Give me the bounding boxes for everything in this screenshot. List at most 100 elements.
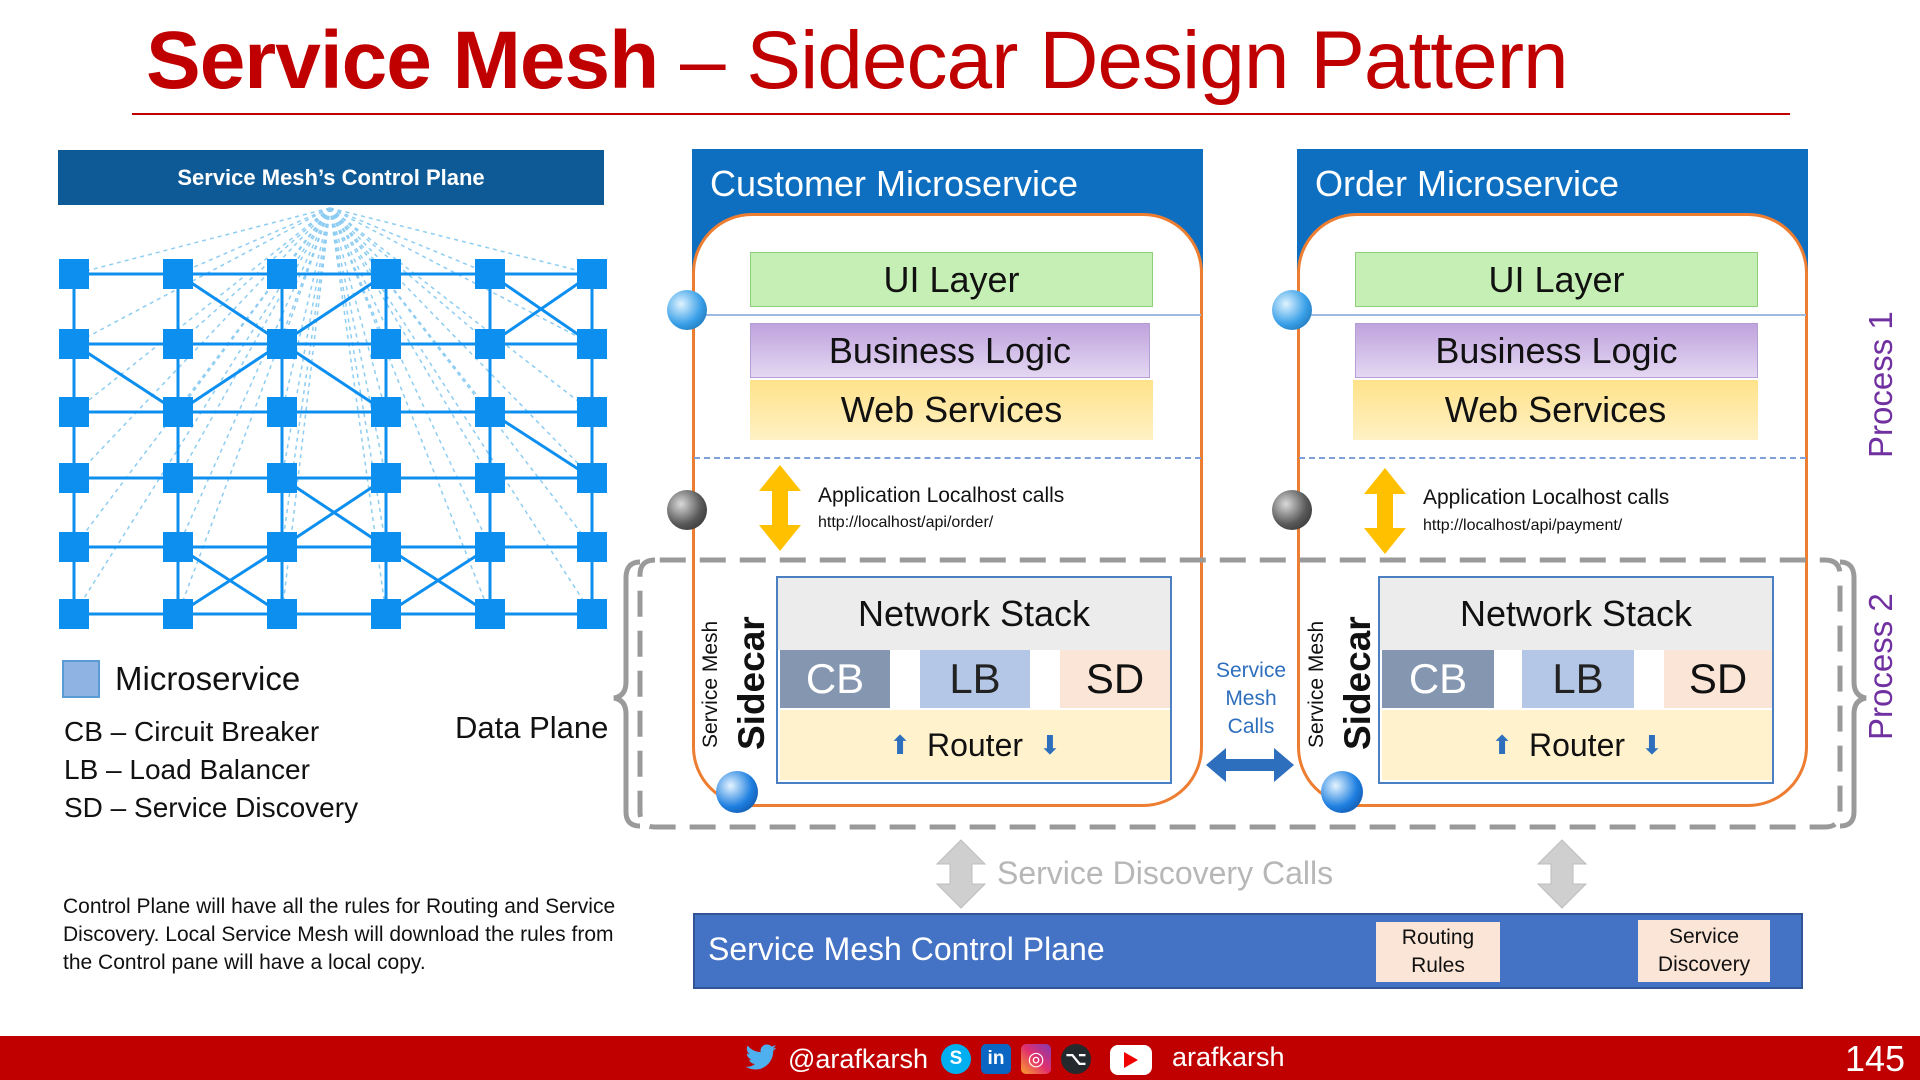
twitter-icon[interactable] [744,1044,778,1072]
service-discovery-calls-label: Service Discovery Calls [997,855,1334,891]
order-call-label: Application Localhost calls [1423,486,1670,509]
customer-call-url: http://localhost/api/order/ [818,514,994,531]
microservice-node [267,329,297,359]
order-call-url: http://localhost/api/payment/ [1423,517,1623,534]
youtube-icon[interactable] [1110,1045,1152,1075]
order-router-label: Router [1528,726,1626,763]
smc-line1: Service [1215,659,1287,682]
process2-label: Process 2 [1862,593,1899,740]
left-curly-brace [613,559,641,829]
customer-sidecar-globe-icon [716,771,758,813]
customer-call-label: Application Localhost calls [818,484,1065,507]
microservice-node [371,463,401,493]
instagram-icon[interactable]: ◎ [1021,1044,1051,1074]
service-mesh-calls-label: Service Mesh Calls [1206,657,1296,741]
microservice-legend-swatch [62,660,100,698]
microservice-node [163,259,193,289]
title-bold: Service Mesh [146,15,659,106]
microservice-node [59,329,89,359]
service-mesh-control-plane-bar [693,913,1803,989]
youtube-handle[interactable]: arafkarsh [1172,1042,1285,1072]
customer-process-divider [694,457,1201,459]
customer-network-stack: Network Stack CB LB SD ⬆ Router ⬇ [776,576,1172,784]
process2-dashed-outline [637,557,1843,830]
slide-title: Service Mesh – Sidecar Design Pattern [146,14,1569,108]
customer-cb-cell: CB [780,650,890,708]
data-plane-grid [59,207,607,629]
skype-icon[interactable]: S [941,1044,971,1074]
microservice-node [59,599,89,629]
order-network-stack: Network Stack CB LB SD ⬆ Router ⬇ [1378,576,1774,784]
control-plane-bar-label: Service Mesh Control Plane [708,931,1105,967]
customer-layer-divider [694,314,1201,316]
order-business-logic: Business Logic [1355,323,1758,378]
microservice-node [371,397,401,427]
customer-router: ⬆ Router ⬇ [780,710,1170,780]
legend-cb: CB – Circuit Breaker [64,716,320,747]
page-number: 145 [1845,1038,1906,1079]
order-process-divider [1299,457,1806,459]
order-cb-cell: CB [1382,650,1494,708]
order-router: ⬆ Router ⬇ [1382,710,1772,780]
microservice-node [267,259,297,289]
twitter-handle[interactable]: @arafkarsh [788,1044,928,1074]
customer-lb-cell: LB [920,650,1030,708]
microservice-node [59,259,89,289]
service-mesh-calls-arrow-icon [1206,748,1294,782]
legend-sd: SD – Service Discovery [64,792,359,823]
order-server-sphere-icon [1272,490,1312,530]
router-down-arrow-icon: ⬇ [1641,729,1663,760]
legend-microservice: Microservice [115,660,301,697]
microservice-node [577,599,607,629]
legend-lb: LB – Load Balancer [64,754,310,785]
process1-label: Process 1 [1862,311,1899,458]
microservice-node [163,397,193,427]
control-plane-note: Control Plane will have all the rules fo… [63,895,616,974]
title-underline [132,113,1790,115]
order-localhost-arrow-icon [1364,468,1406,554]
microservice-node [59,532,89,562]
router-up-arrow-icon: ⬆ [1491,729,1513,760]
microservice-node [267,463,297,493]
github-icon[interactable]: ⌥ [1061,1044,1091,1074]
microservice-node [475,397,505,427]
order-sd-cell: SD [1664,650,1772,708]
microservice-node [267,599,297,629]
service-discovery-line2: Discovery [1657,953,1751,976]
router-up-arrow-icon: ⬆ [889,729,911,760]
microservice-node [163,463,193,493]
microservice-node [59,397,89,427]
customer-business-logic: Business Logic [750,323,1150,378]
right-curly-brace [1839,559,1867,829]
microservice-node [163,532,193,562]
smc-line3: Calls [1227,715,1275,738]
customer-ui-layer: UI Layer [750,252,1153,307]
microservice-node [59,463,89,493]
order-network-stack-title: Network Stack [1380,578,1772,650]
discovery-arrow-left-icon [935,839,987,909]
control-plane-banner: Service Mesh’s Control Plane [58,150,604,205]
routing-rules-line1: Routing [1401,926,1475,949]
customer-ui-globe-icon [667,290,707,330]
customer-localhost-arrow-icon [759,465,801,551]
microservice-node [267,397,297,427]
microservice-node [267,532,297,562]
service-discovery-line1: Service [1668,925,1740,948]
smc-line2: Mesh [1225,687,1277,710]
order-layer-divider [1299,314,1806,316]
data-plane-label: Data Plane [455,710,609,745]
order-ui-layer: UI Layer [1355,252,1758,307]
microservice-node [577,329,607,359]
microservice-node [475,532,505,562]
routing-rules-line2: Rules [1411,954,1465,977]
discovery-arrow-right-icon [1536,839,1588,909]
customer-web-services: Web Services [750,380,1153,440]
linkedin-icon[interactable]: in [981,1044,1011,1074]
customer-router-label: Router [926,726,1024,763]
microservice-node [577,397,607,427]
customer-network-stack-title: Network Stack [778,578,1170,650]
microservice-node [577,463,607,493]
order-ui-globe-icon [1272,290,1312,330]
